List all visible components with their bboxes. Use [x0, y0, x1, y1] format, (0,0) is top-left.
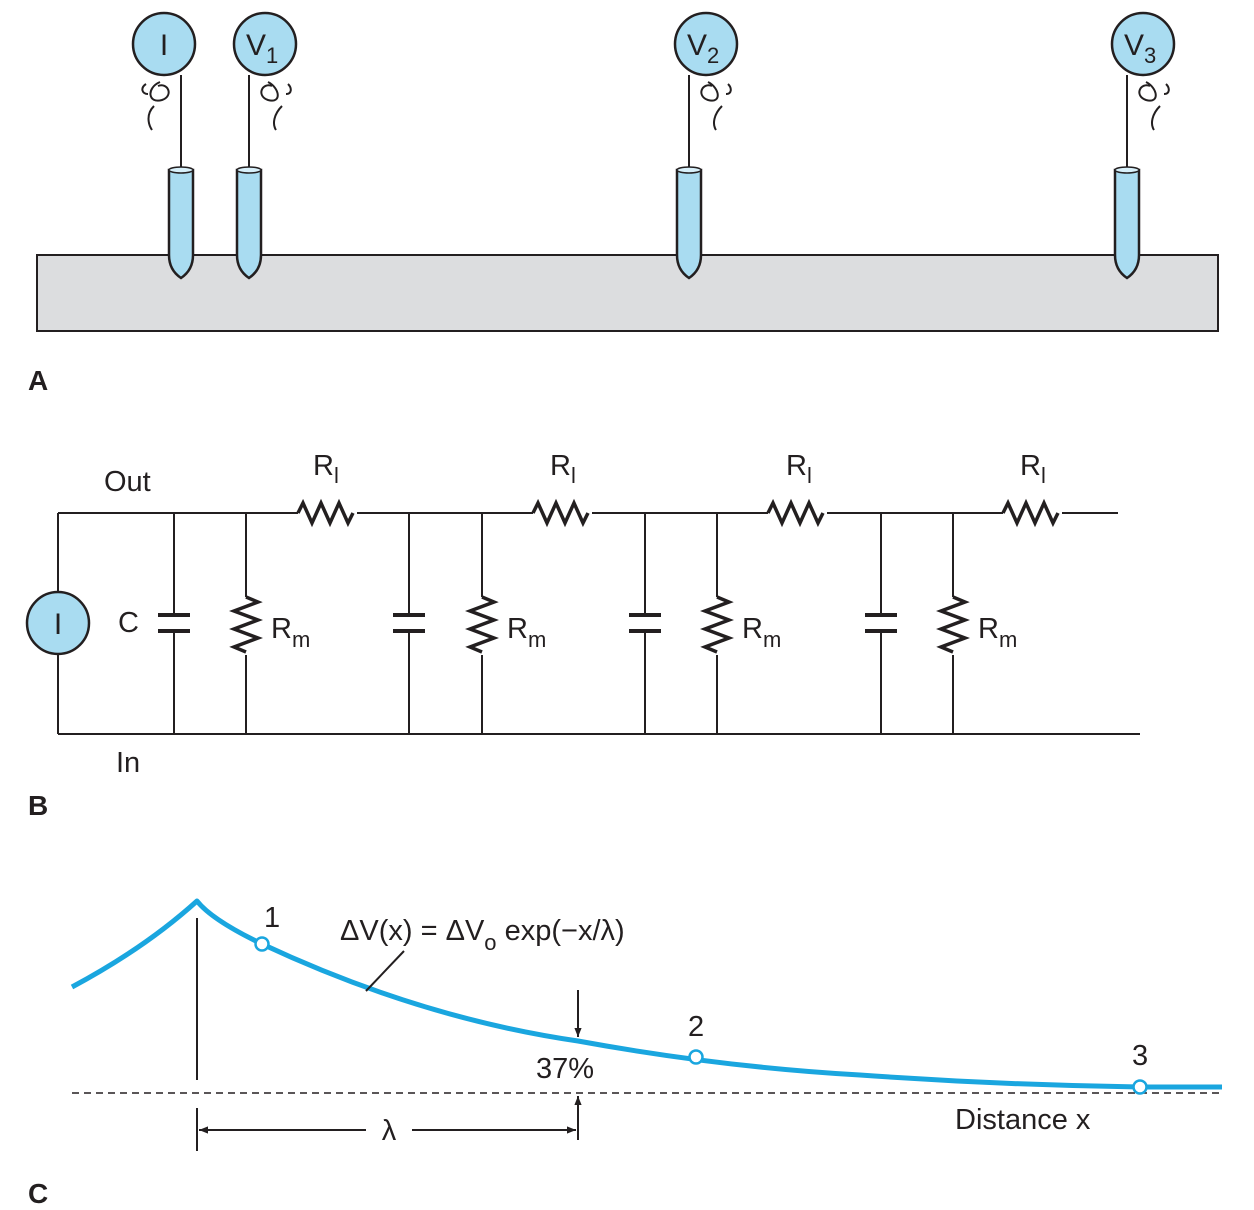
rl-label: R [550, 450, 571, 482]
svg-text:Rm: Rm [271, 613, 310, 652]
probe-v1: V1 [232, 11, 298, 280]
svg-text:V2: V2 [687, 29, 719, 68]
svg-text:Rm: Rm [978, 613, 1017, 652]
capacitor-label: C [118, 607, 139, 639]
probe-v2: V2 [673, 11, 739, 280]
rl-label: R [1020, 450, 1041, 482]
rl-subscript: l [807, 463, 812, 488]
membrane-strip [36, 254, 1219, 332]
source-label: I [54, 608, 62, 641]
x-axis-label: Distance x [955, 1104, 1091, 1136]
probe-label: V [246, 29, 266, 62]
point-label: 2 [688, 1011, 704, 1043]
sample-point [254, 936, 270, 952]
current-source: I [25, 590, 91, 656]
rm-resistors [229, 513, 970, 734]
probe-label: V [687, 29, 707, 62]
point-label: 1 [264, 902, 280, 934]
svg-text:Rl: Rl [1020, 450, 1046, 488]
svg-text:I: I [160, 29, 168, 62]
panel-label-c: C [28, 1178, 48, 1209]
probe-current: I [131, 11, 197, 280]
panel-label-a: A [28, 365, 48, 396]
probe-v3: V3 [1110, 11, 1176, 280]
probe-subscript: 1 [266, 43, 278, 68]
panel-a: I V1 V2 V3 A [28, 11, 1219, 396]
sample-point [1132, 1079, 1148, 1095]
svg-text:Rm: Rm [742, 613, 781, 652]
svg-text:V3: V3 [1124, 29, 1156, 68]
decay-equation: ΔV(x) = ΔVo exp(−x/λ) [340, 915, 625, 955]
rl-label: R [786, 450, 807, 482]
svg-text:Rl: Rl [313, 450, 339, 488]
panel-b: I Out In C Rl Rl Rl Rl [25, 450, 1140, 821]
probe-label: V [1124, 29, 1144, 62]
svg-text:Rl: Rl [550, 450, 576, 488]
percent-label: 37% [536, 1053, 594, 1085]
in-label: In [116, 747, 140, 779]
svg-text:Rl: Rl [786, 450, 812, 488]
rl-subscript: l [1041, 463, 1046, 488]
rl-subscript: l [334, 463, 339, 488]
rm-subscript: m [763, 627, 781, 652]
rm-subscript: m [999, 627, 1017, 652]
capacitor-branches [158, 513, 897, 734]
panel-c: 1 2 3 ΔV(x) = ΔVo exp(−x/λ) 37% λ Distan… [28, 898, 1222, 1209]
probe-subscript: 2 [707, 43, 719, 68]
rl-resistors [296, 498, 1060, 528]
rm-label: R [507, 613, 528, 645]
point-label: 3 [1132, 1040, 1148, 1072]
probe-subscript: 3 [1144, 43, 1156, 68]
rm-subscript: m [292, 627, 310, 652]
rm-label: R [978, 613, 999, 645]
lambda-label: λ [382, 1115, 397, 1147]
panel-label-b: B [28, 790, 48, 821]
sample-point [688, 1049, 704, 1065]
rm-label: R [742, 613, 763, 645]
rm-subscript: m [528, 627, 546, 652]
rl-label: R [313, 450, 334, 482]
svg-text:V1: V1 [246, 29, 278, 68]
rl-subscript: l [571, 463, 576, 488]
rm-label: R [271, 613, 292, 645]
out-label: Out [104, 466, 151, 498]
svg-text:Rm: Rm [507, 613, 546, 652]
probe-label: I [160, 29, 168, 62]
decay-curve [70, 898, 1222, 1090]
